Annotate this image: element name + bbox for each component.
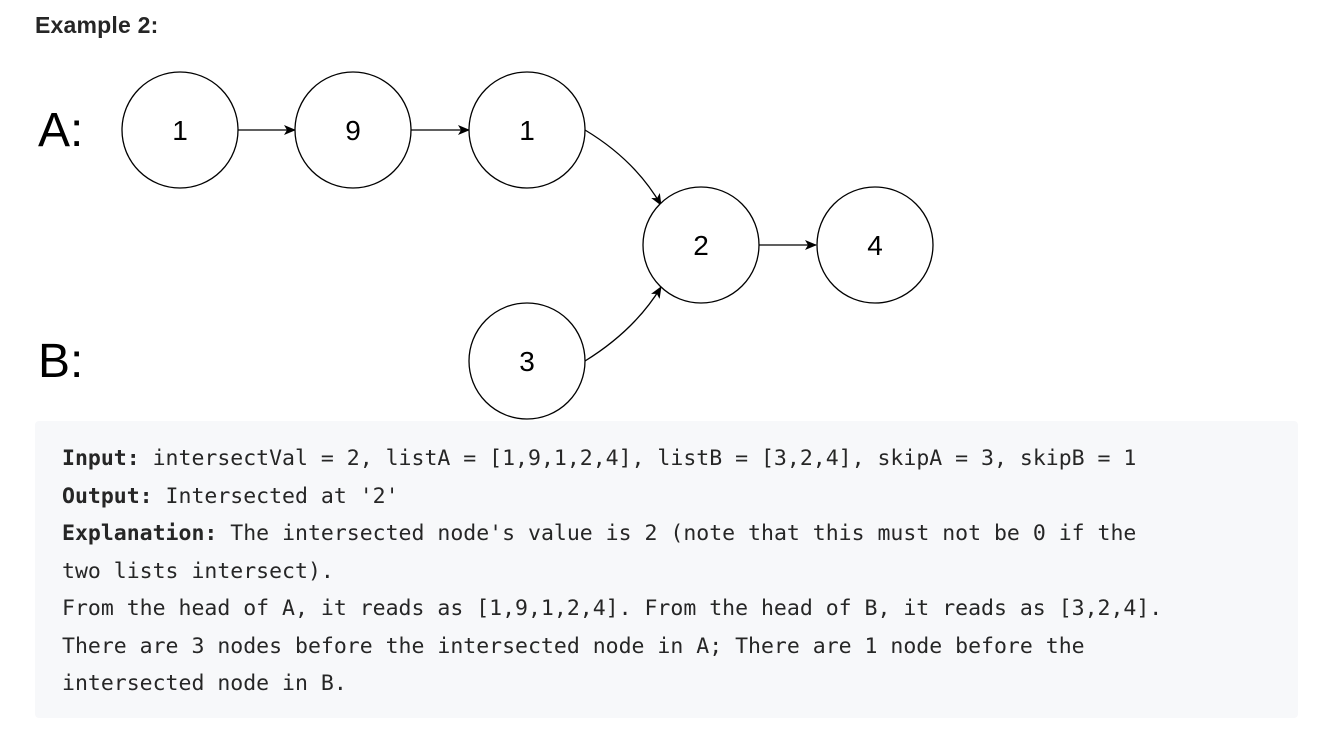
example-code-block: Input: intersectVal = 2, listA = [1,9,1,…: [35, 421, 1298, 718]
example-title: Example 2:: [35, 12, 159, 38]
node-value: 2: [693, 230, 709, 261]
list-a-node-2: 9: [294, 71, 412, 189]
node-value: 3: [519, 346, 535, 377]
list-a-node-3: 1: [468, 71, 586, 189]
node-circle: [468, 71, 586, 189]
explanation-line-3: From the head of A, it reads as [1,9,1,2…: [62, 596, 1163, 621]
input-value: intersectVal = 2, listA = [1,9,1,2,4], l…: [139, 446, 1137, 471]
node-value: 1: [519, 115, 535, 146]
explanation-line-4: There are 3 nodes before the intersected…: [62, 633, 1085, 659]
explanation-line-1: Explanation: The intersected node's valu…: [62, 515, 1298, 553]
output-line: Output: Intersected at '2': [62, 478, 1298, 516]
linked-list-intersection-diagram: A: B: 1 9 1 2 4 3: [38, 71, 934, 420]
explanation-line-2: two lists intersect).: [62, 558, 334, 584]
node-value: 1: [172, 115, 188, 146]
node-circle: [121, 71, 239, 189]
node-circle: [468, 302, 586, 420]
shared-node-2: 4: [816, 186, 934, 304]
input-line: Input: intersectVal = 2, listA = [1,9,1,…: [62, 440, 1298, 478]
list-a-label: A:: [38, 104, 83, 157]
node-circle: [816, 186, 934, 304]
explanation-key: Explanation:: [62, 521, 218, 546]
output-key: Output:: [62, 483, 153, 509]
explanation-text-1: The intersected node's value is 2 (note …: [217, 521, 1137, 546]
node-value: 9: [345, 115, 361, 146]
node-circle: [642, 186, 760, 304]
edge-a3-shared1: [584, 129, 662, 206]
intersection-node: 2: [642, 186, 760, 304]
list-a-node-1: 1: [121, 71, 239, 189]
input-key: Input:: [62, 446, 140, 471]
list-b-label: B:: [38, 335, 83, 388]
node-value: 4: [867, 230, 883, 261]
list-b-node-1: 3: [468, 302, 586, 420]
node-circle: [294, 71, 412, 189]
explanation-line-5: intersected node in B.: [62, 671, 347, 696]
output-value: Intersected at '2': [152, 483, 399, 509]
edge-b1-shared1: [584, 286, 662, 362]
